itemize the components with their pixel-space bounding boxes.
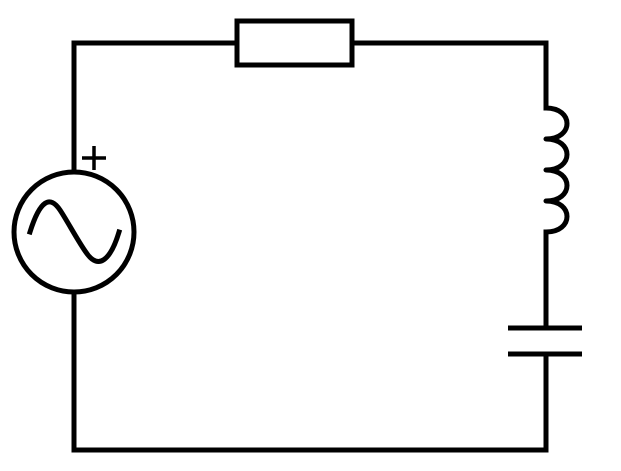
capacitor: [508, 325, 582, 357]
source-circle: [11, 169, 137, 295]
wires: [71, 40, 549, 453]
sine-wave-icon: [26, 199, 123, 264]
polarity-plus-icon: [82, 146, 106, 170]
resistor: [234, 18, 355, 68]
wire-source-to-resistor: [71, 40, 240, 175]
inductor: [543, 105, 570, 235]
wire-capacitor-to-source: [71, 289, 549, 453]
ac-voltage-source: [11, 146, 137, 295]
wire-resistor-to-inductor: [349, 40, 549, 111]
